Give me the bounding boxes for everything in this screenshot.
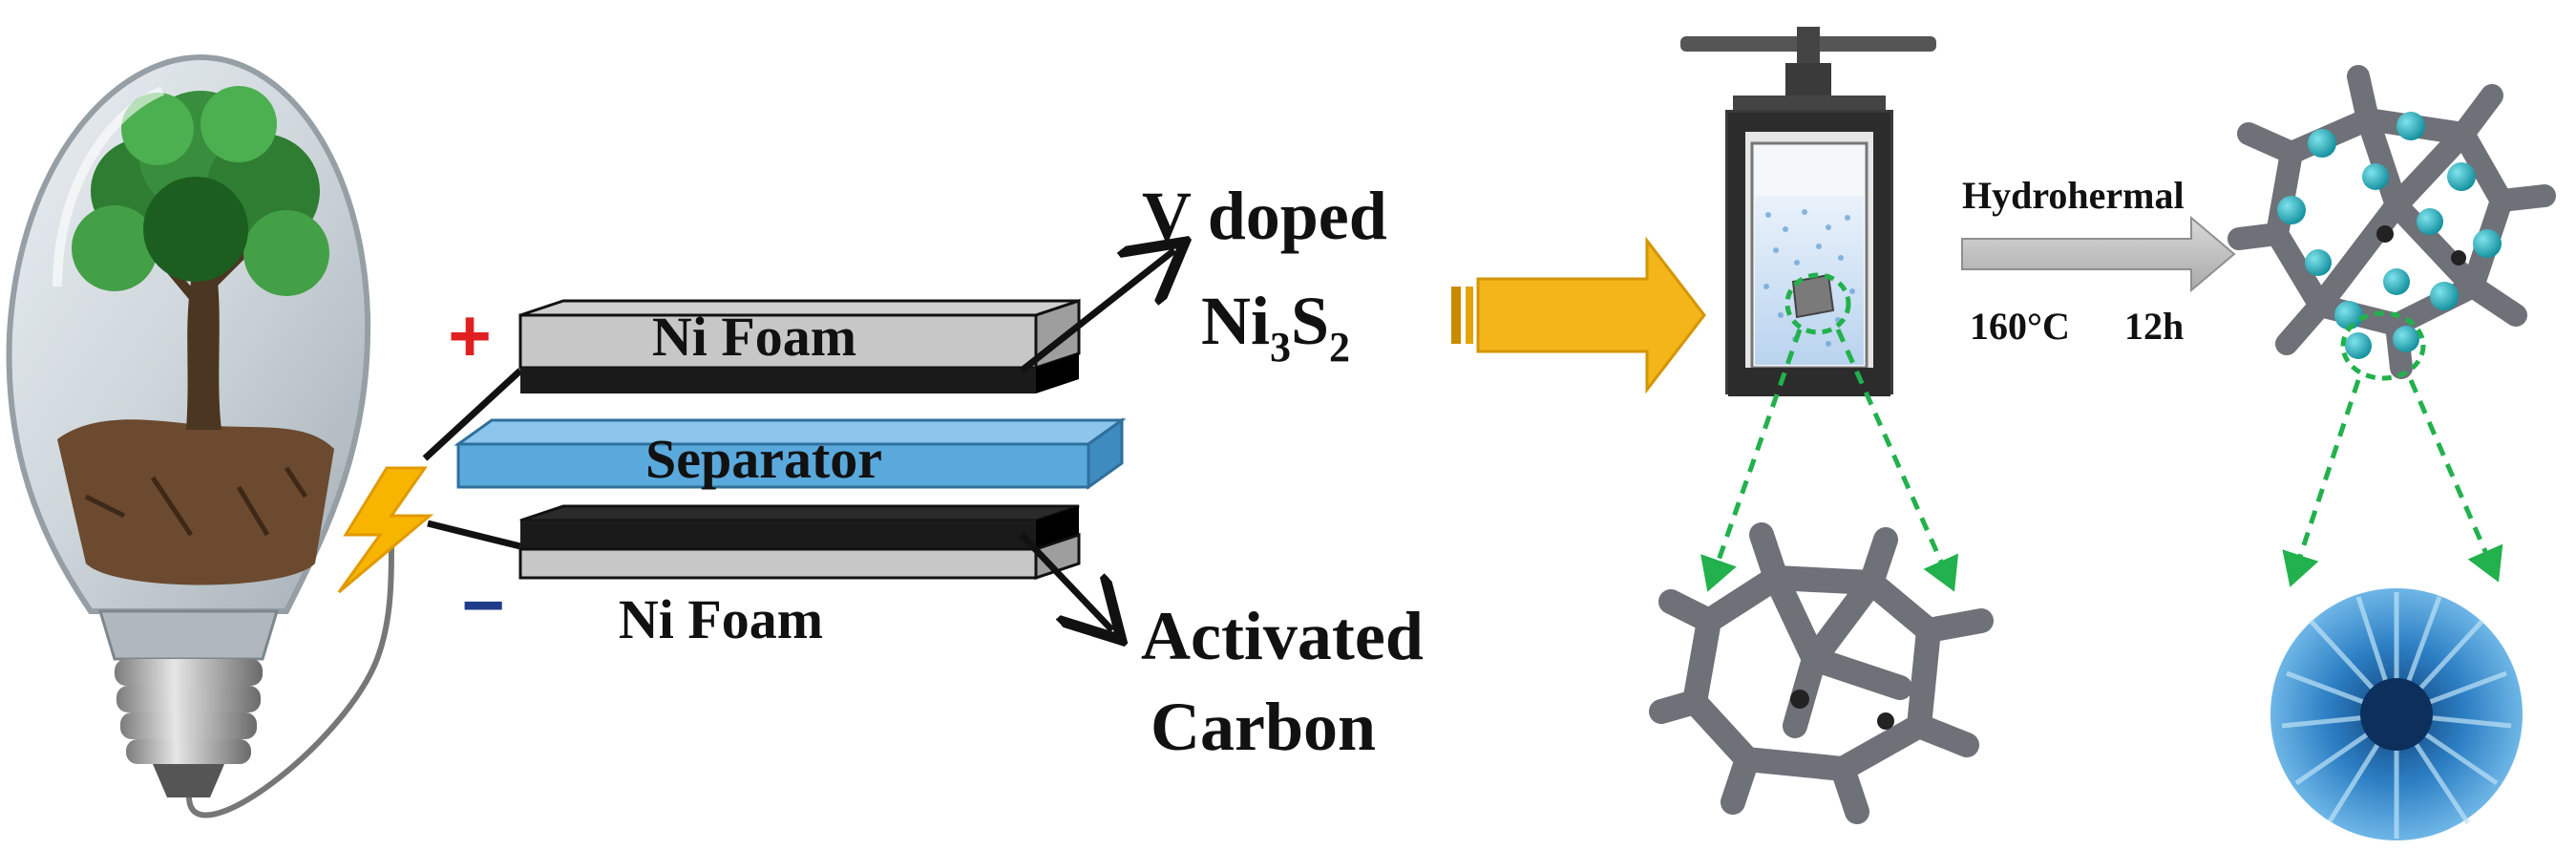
- positive-wire: [422, 368, 523, 461]
- top-electrode-label: Ni Foam: [652, 306, 856, 368]
- cathode-label-line1: V doped: [1142, 178, 1387, 254]
- process-arrow-icon: [1451, 236, 1706, 394]
- negative-sign: −: [461, 563, 505, 647]
- cathode-pointer-arrow: [1019, 250, 1174, 373]
- bottom-electrode: Ni Foam: [518, 504, 1081, 650]
- zoom-arrow-left-2: [2282, 379, 2361, 587]
- top-electrode: Ni Foam: [518, 298, 1081, 393]
- separator: Separator: [454, 417, 1127, 490]
- autoclave-icon: [1680, 27, 1936, 396]
- anode-pointer-arrow: [1019, 532, 1112, 630]
- coated-foam-structure: [2228, 65, 2556, 381]
- bulb-wire: [186, 534, 394, 818]
- positive-sign: +: [448, 293, 492, 377]
- lightning-bolt-icon: [337, 466, 434, 594]
- nanoflower-sphere-icon: [2270, 588, 2523, 840]
- temperature-label: 160°C: [1970, 305, 2070, 348]
- zoom-arrow-right-1: [1835, 328, 1959, 592]
- method-label: Hydrohermal: [1962, 174, 2185, 217]
- nickel-foam-structure: [1649, 522, 1994, 824]
- tree-canopy: [72, 86, 329, 296]
- separator-label: Separator: [645, 428, 882, 490]
- negative-wire: [427, 520, 521, 550]
- light-bulb-icon: [6, 53, 371, 797]
- bottom-electrode-label: Ni Foam: [619, 588, 823, 650]
- anode-label-line2: Carbon: [1151, 689, 1376, 765]
- time-label: 12h: [2124, 305, 2184, 348]
- cathode-label-line2: Ni3S2: [1201, 283, 1350, 371]
- anode-label-line1: Activated: [1141, 598, 1424, 674]
- zoom-arrow-right-2: [2408, 379, 2503, 583]
- hydrothermal-arrow-icon: [1961, 215, 2236, 293]
